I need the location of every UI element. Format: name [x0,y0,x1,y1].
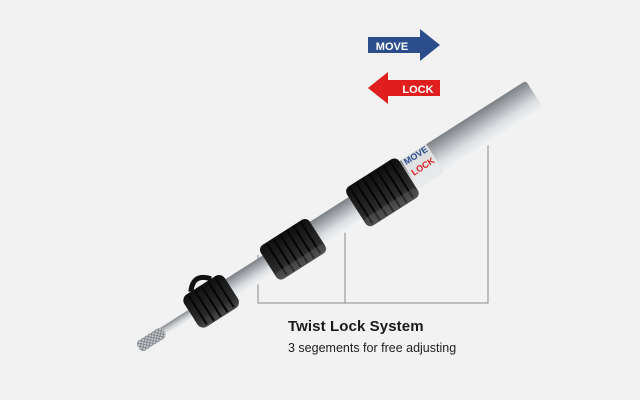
lock-arrow-label: LOCK [402,84,433,96]
pole-label: LOCK MOVE [401,144,445,189]
caption-title: Twist Lock System [288,318,424,335]
telescopic-pole: LOCK MOVE [136,81,543,352]
lock-arrow: LOCK [368,72,440,104]
twist-lock-grip-2 [260,219,327,280]
move-arrow-label: MOVE [376,41,408,53]
caption-subtitle: 3 segements for free adjusting [288,341,457,355]
move-arrow: MOVE [368,29,440,61]
end-cap [183,274,239,328]
twist-lock-grip-1 [346,158,419,227]
tip-rod [136,310,194,352]
